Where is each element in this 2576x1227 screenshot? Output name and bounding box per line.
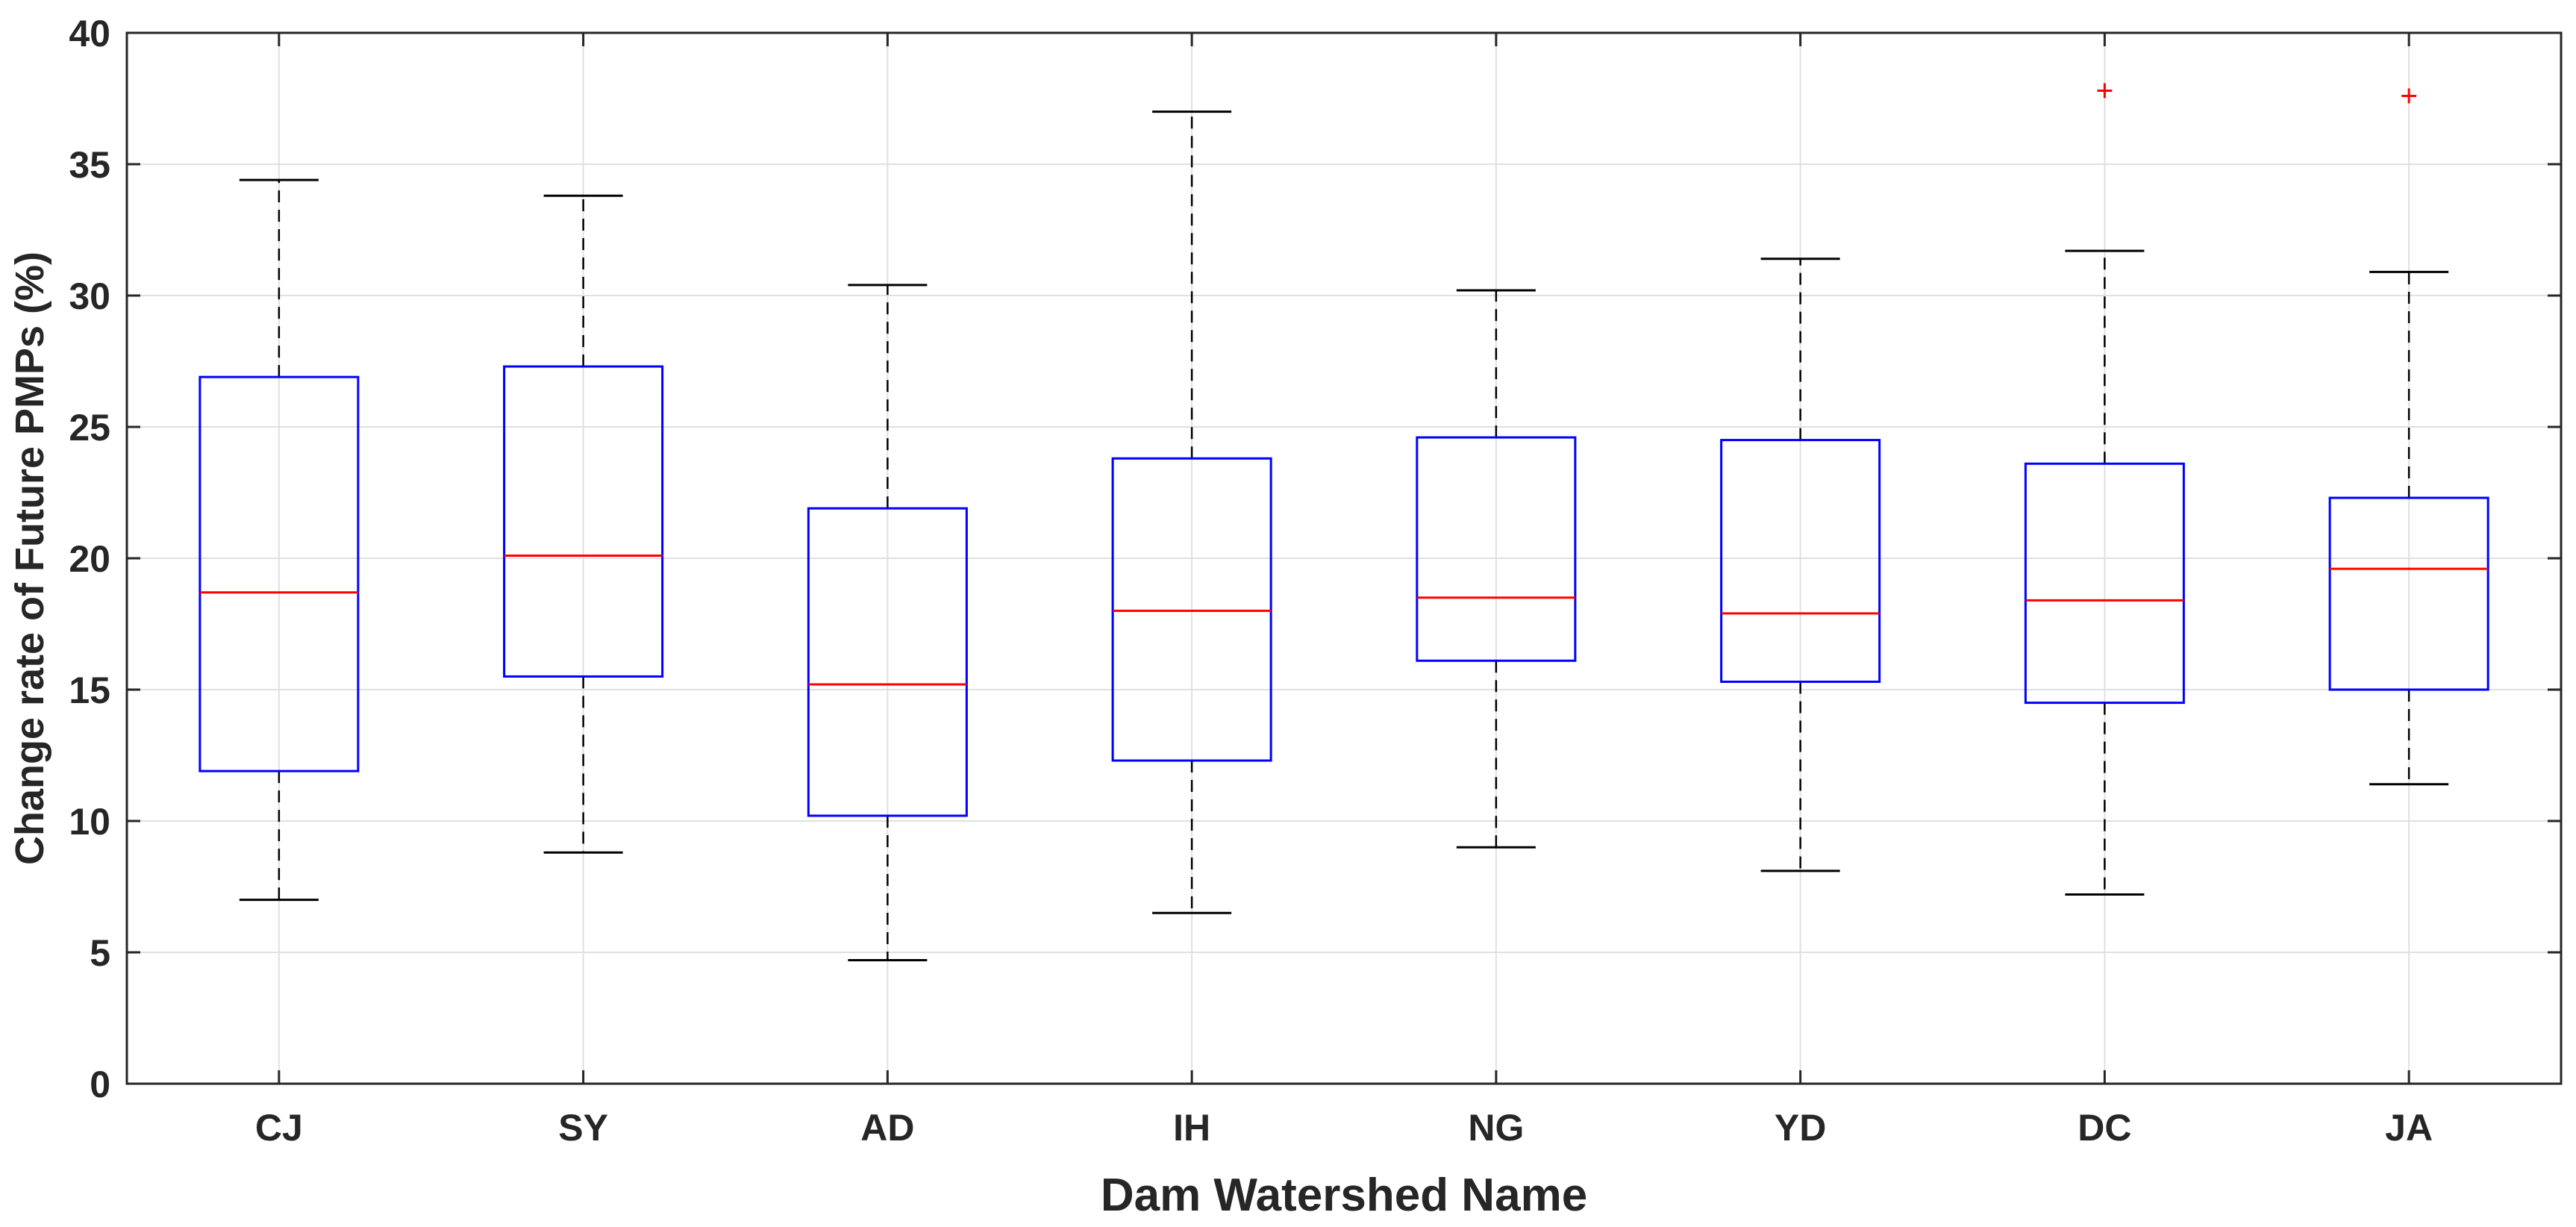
y-tick-label: 20 (69, 538, 110, 580)
y-tick-label: 5 (90, 932, 110, 974)
box-cj (198, 178, 360, 902)
iqr-box (2328, 496, 2489, 691)
box-sy (503, 194, 664, 854)
iqr-box (807, 507, 968, 817)
y-tick-label: 0 (90, 1064, 110, 1105)
x-tick-label: JA (2385, 1107, 2433, 1149)
outlier-marker (2401, 88, 2417, 104)
y-axis-title: Change rate of Future PMPs (%) (7, 252, 52, 865)
x-tick-label: DC (2078, 1107, 2131, 1149)
x-tick-label: YD (1775, 1107, 1826, 1149)
x-tick-label: AD (860, 1107, 914, 1149)
box-ad (807, 284, 968, 962)
iqr-box (1720, 439, 1881, 683)
boxes (198, 83, 2489, 962)
box-ih (1111, 110, 1272, 914)
iqr-box (1111, 457, 1272, 762)
box-ja (2328, 88, 2489, 786)
outlier-marker (2097, 83, 2113, 99)
y-tick-label: 35 (69, 144, 110, 186)
x-tick-label: IH (1173, 1107, 1210, 1149)
box-yd (1720, 257, 1881, 872)
y-tick-label: 40 (69, 13, 110, 54)
box-dc (2024, 83, 2185, 896)
grid (127, 32, 2561, 1084)
iqr-box (503, 365, 664, 678)
iqr-box (1416, 436, 1577, 662)
x-tick-label: SY (558, 1107, 608, 1149)
y-tick-label: 10 (69, 801, 110, 843)
y-tick-label: 30 (69, 275, 110, 317)
x-tick-label: NG (1468, 1107, 1524, 1149)
y-tick-label: 15 (69, 669, 110, 711)
iqr-box (198, 375, 360, 772)
y-tick-label: 25 (69, 407, 110, 449)
box-ng (1416, 289, 1577, 849)
iqr-box (2024, 462, 2185, 705)
x-tick-label: CJ (255, 1107, 303, 1149)
x-axis-title: Dam Watershed Name (1101, 1170, 1587, 1221)
